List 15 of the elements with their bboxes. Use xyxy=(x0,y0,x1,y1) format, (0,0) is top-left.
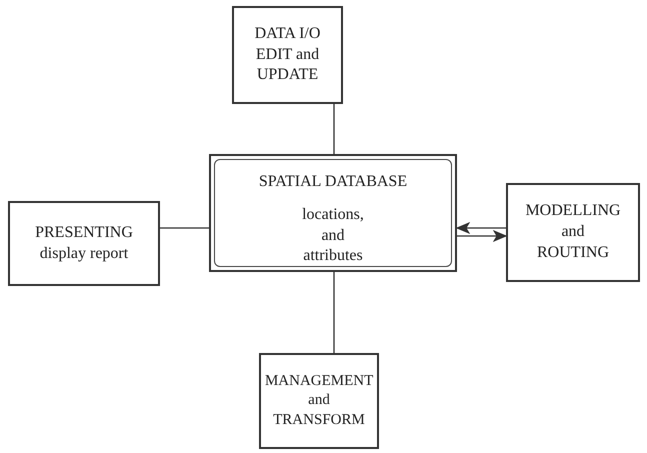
connector-line xyxy=(333,272,335,353)
node-text: locations, and attributes xyxy=(302,204,364,266)
process-box xyxy=(506,183,640,282)
node-text: MODELLING and ROUTING xyxy=(525,201,621,263)
node-text: DATA I/O EDIT and UPDATE xyxy=(254,24,322,86)
process-box xyxy=(232,6,343,104)
connector-line xyxy=(333,104,335,154)
connector-line xyxy=(457,230,506,242)
node-text: MANAGEMENT and TRANSFORM xyxy=(264,372,374,430)
connector-line xyxy=(160,227,209,229)
node-heading: SPATIAL DATABASE xyxy=(258,172,408,192)
connector-line xyxy=(456,222,506,234)
process-box xyxy=(8,201,160,286)
node-text: PRESENTING display report xyxy=(35,222,133,264)
process-box xyxy=(259,353,379,449)
